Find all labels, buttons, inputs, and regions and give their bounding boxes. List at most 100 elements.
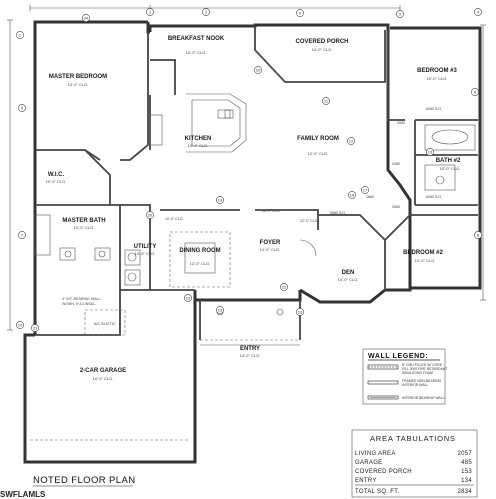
room-breakfast-nook: BREAKFAST NOOK 10'-0" CLG. (168, 36, 225, 55)
area-row: COVERED PORCH 153 (355, 469, 472, 475)
callout-marker: 11 (322, 97, 330, 105)
callout-circle (18, 104, 26, 112)
callout-label: 15 (218, 307, 223, 312)
callout-label: 7 (21, 232, 24, 237)
room-dim: 14'-0" CLG. (240, 353, 261, 358)
room-entry: ENTRY 14'-0" CLG. (240, 346, 261, 358)
callout-marker: 7 (18, 231, 26, 239)
room-dining-room: DINING ROOM 12'-0" CLG. (179, 248, 220, 266)
room-covered-porch: COVERED PORCH 10'-0" CLG. (295, 39, 348, 52)
callout-marker: 6 (471, 88, 479, 96)
callout-label: 19 (218, 197, 223, 202)
callout-marker: 18 (348, 191, 356, 199)
svg-text:2057: 2057 (457, 451, 472, 457)
callout-circle (471, 88, 479, 96)
callout-label: 1 (149, 9, 152, 14)
callout-marker: C (16, 31, 24, 39)
callout-circle (296, 308, 304, 316)
legend-item-bearing: INTERIOR BEARING WALL (367, 395, 445, 400)
svg-text:COVERED PORCH: COVERED PORCH (355, 469, 412, 475)
room-name: 2-CAR GARAGE (80, 368, 126, 374)
callout-label: 17 (363, 187, 368, 192)
callout-circle (396, 10, 404, 18)
callout-circle (16, 321, 24, 329)
covered-porch-outline (254, 26, 386, 83)
callout-label: 8 (477, 232, 480, 237)
room-dim: 10'-0" CLG. (338, 277, 359, 282)
callout-marker: 12 (347, 137, 355, 145)
room-labels: MASTER BEDROOM 13'-0" CLG. BREAKFAST NOO… (46, 36, 461, 381)
area-row: GARAGE 485 (355, 460, 472, 466)
svg-text:ENTRY: ENTRY (355, 478, 377, 484)
clg-note-3: 12'-0" CLG. (300, 219, 319, 223)
room-dim: 10'-0" CLG. (74, 225, 95, 230)
area-row: ENTRY 134 (355, 478, 472, 484)
callout-marker: 15 (216, 306, 224, 314)
callout-marker: 13 (426, 148, 434, 156)
closet-note-2: 2480 (392, 162, 400, 166)
room-bedroom-2: BEDROOM #2 10'-0" CLG. (403, 250, 443, 263)
room-dim: 10'-0" CLG. (312, 47, 333, 52)
callout-marker: 22 (280, 283, 288, 291)
svg-text:2834: 2834 (457, 489, 472, 495)
closet-note-1: 2680 (397, 121, 405, 125)
callout-marker: 20 (146, 211, 154, 219)
callout-circle (146, 8, 154, 16)
room-name: MASTER BEDROOM (49, 74, 107, 80)
callout-circle (216, 196, 224, 204)
callout-label: 9 (299, 10, 302, 15)
callout-circle (322, 97, 330, 105)
callout-marker: 23 (184, 294, 192, 302)
room-name: W.I.C. (48, 172, 65, 178)
callout-label: 5 (21, 105, 24, 110)
area-row: LIVING AREA 2057 (355, 451, 472, 457)
room-dim: 10'-0" CLG. (135, 251, 156, 256)
dimension-lines (7, 5, 486, 331)
room-wic: W.I.C. 10'-0" CLG. (46, 172, 67, 184)
legend-item-framed: FRAMED NON-BEARING INTERIOR WALL (367, 379, 442, 387)
room-dim: 14'-0" CLG. (260, 247, 281, 252)
room-name: DEN (342, 270, 355, 276)
callout-circle (474, 8, 482, 16)
room-utility: UTILITY 10'-0" CLG. (134, 244, 157, 256)
room-dim: 10'-0" CLG. (440, 166, 461, 171)
room-name: DINING ROOM (179, 248, 220, 254)
callout-label: 14 (18, 322, 23, 327)
callout-circle (216, 306, 224, 314)
callout-label: 18 (350, 192, 355, 197)
callout-circle (254, 66, 262, 74)
room-master-bath: MASTER BATH 10'-0" CLG. (62, 218, 105, 230)
svg-text:GARAGE: GARAGE (355, 460, 382, 466)
legend-item-line: INTERIOR WALL (402, 383, 428, 387)
callout-label: 6 (474, 89, 477, 94)
room-dim: 10'-0" CLG. (93, 376, 114, 381)
slider-note-3: 6080 S.G. (426, 195, 442, 199)
plan-title: NOTED FLOOR PLAN (33, 475, 135, 486)
svg-text:153: 153 (461, 469, 472, 475)
callout-circle (296, 9, 304, 17)
room-dim: 10'-0" CLG. (188, 143, 209, 148)
watermark-logo: SWFLAMLS (0, 490, 46, 499)
room-name: ENTRY (240, 346, 260, 352)
callout-circle (16, 31, 24, 39)
legend-item-line: 8" CMU FILLED W/ CORE (402, 363, 443, 367)
bearing-wall-note: 4" INT. BEARING WALL (62, 297, 101, 301)
callout-label: 13 (428, 149, 433, 154)
room-dim: 10'-0" CLG. (427, 76, 448, 81)
room-dim: 10'-0" CLG. (186, 50, 207, 55)
room-name: BEDROOM #3 (417, 68, 457, 74)
room-name: FAMILY ROOM (297, 136, 339, 142)
callout-marker: 1 (146, 8, 154, 16)
callout-marker: 8 (474, 231, 482, 239)
callout-circle (82, 14, 90, 22)
clg-note-2: 10'-0" CLG. (165, 217, 184, 221)
callout-marker: 5 (18, 104, 26, 112)
callout-marker: 9 (296, 9, 304, 17)
legend-item-cmu: 8" CMU FILLED W/ CORE FILL 3000 FIRE RET… (367, 363, 447, 375)
callout-marker: 19 (216, 196, 224, 204)
room-master-bedroom: MASTER BEDROOM 13'-0" CLG. (49, 74, 107, 87)
callout-label: 2 (205, 9, 208, 14)
room-den: DEN 10'-0" CLG. (338, 270, 359, 282)
